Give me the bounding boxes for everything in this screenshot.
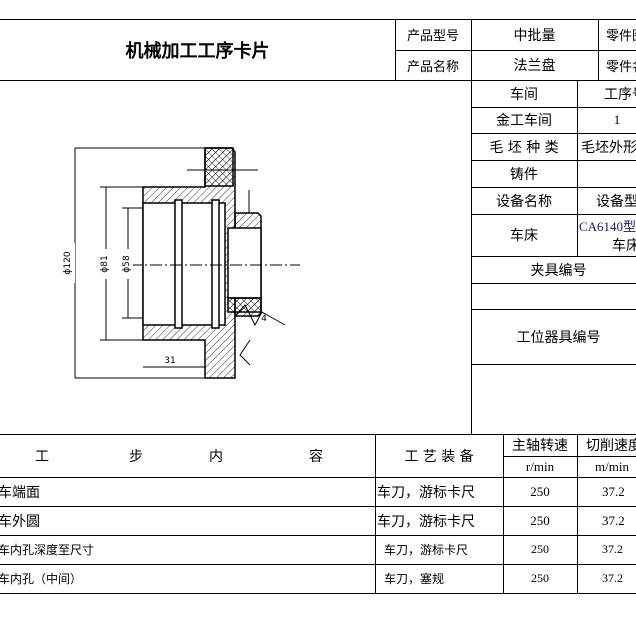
step-cutting: 37.2 [602,542,623,556]
step-content: 车内孔深度至尺寸 [0,543,95,557]
equipment-name-value: 车床 [510,228,538,244]
product-name-label: 产品名称 [406,59,459,75]
divider [0,434,636,435]
divider [395,19,396,81]
equipment-model-label: 设备型 [596,193,636,210]
page-title: 机械加工工序卡片 [125,41,270,62]
header-content-char: 内 [209,448,223,465]
divider [0,564,636,565]
step-equipment: 车刀，游标卡尺 [377,513,475,530]
divider [503,434,504,593]
divider [471,283,636,284]
divider [577,434,578,593]
divider [375,434,376,593]
divider [471,19,472,81]
divider [471,107,636,108]
blank-shape-label: 毛坯外形 [581,139,636,156]
divider [0,477,636,478]
divider [471,160,636,161]
hub-bore [227,227,262,299]
step-content: 车内孔（中间） [0,572,83,586]
dim-81: ϕ81 [99,249,111,279]
step-equipment: 车刀，游标卡尺 [384,543,469,557]
divider [471,80,472,434]
step-equipment: 车刀，游标卡尺 [377,484,475,501]
divider [0,535,636,536]
blank-type-label: 毛 坯 种 类 [489,139,559,156]
station-tool-label: 工位器具编号 [516,329,601,346]
dim-4: 4 [261,314,267,324]
header-spindle: 主轴转速 [512,438,568,454]
groove [211,199,220,329]
equipment-model-value: CA6140型 [579,218,636,234]
equipment-name-label: 设备名称 [496,193,552,210]
step-content: 车端面 [0,484,40,501]
divider [0,19,636,20]
header-cutting-unit: m/min [595,458,629,474]
product-name-value: 法兰盘 [513,58,556,74]
step-cutting: 37.2 [602,512,625,528]
header-equipment: 工 艺 装 备 [404,448,474,465]
fixture-no-label: 夹具编号 [530,262,587,279]
divider [471,187,636,188]
cross-hatch-top [204,147,234,187]
workshop-value: 金工车间 [496,113,552,129]
header-spindle-unit: r/min [525,458,555,474]
divider [471,309,636,310]
dim-outer-diameter: ϕ120 [61,243,75,283]
header-content-char: 工 [35,448,49,465]
header-content-char: 步 [129,448,143,465]
divider [0,593,636,594]
workshop-label: 车间 [510,86,538,103]
divider [503,456,636,457]
product-model-value: 中批量 [513,27,556,44]
process-no-label: 工序号 [604,86,636,103]
part-no-label: 零件图 [606,29,636,44]
part-name-label: 零件名 [606,59,636,75]
step-cutting: 37.2 [602,483,625,499]
divider [0,506,636,507]
divider [0,80,636,81]
step-equipment: 车刀，塞规 [384,572,445,586]
dim-31: 31 [164,356,176,366]
product-model-label: 产品型号 [406,29,459,44]
process-no-value: 1 [613,112,621,127]
step-spindle: 250 [530,512,550,528]
divider [471,256,636,257]
step-spindle: 250 [531,571,549,585]
equipment-model-value-2: 车床 [612,238,636,254]
step-spindle: 250 [531,542,549,556]
header-content-char: 容 [309,448,323,465]
divider [577,80,578,257]
groove [174,199,183,329]
step-spindle: 250 [530,483,550,499]
step-content: 车外圆 [0,513,40,530]
blank-type-value: 铸件 [510,166,538,183]
divider [471,214,636,215]
divider [471,133,636,134]
dim-58: ϕ58 [121,249,133,279]
step-cutting: 37.2 [602,571,623,585]
header-cutting: 切削速度 [586,438,636,454]
divider [395,50,636,51]
divider [471,364,636,365]
divider [598,19,599,81]
